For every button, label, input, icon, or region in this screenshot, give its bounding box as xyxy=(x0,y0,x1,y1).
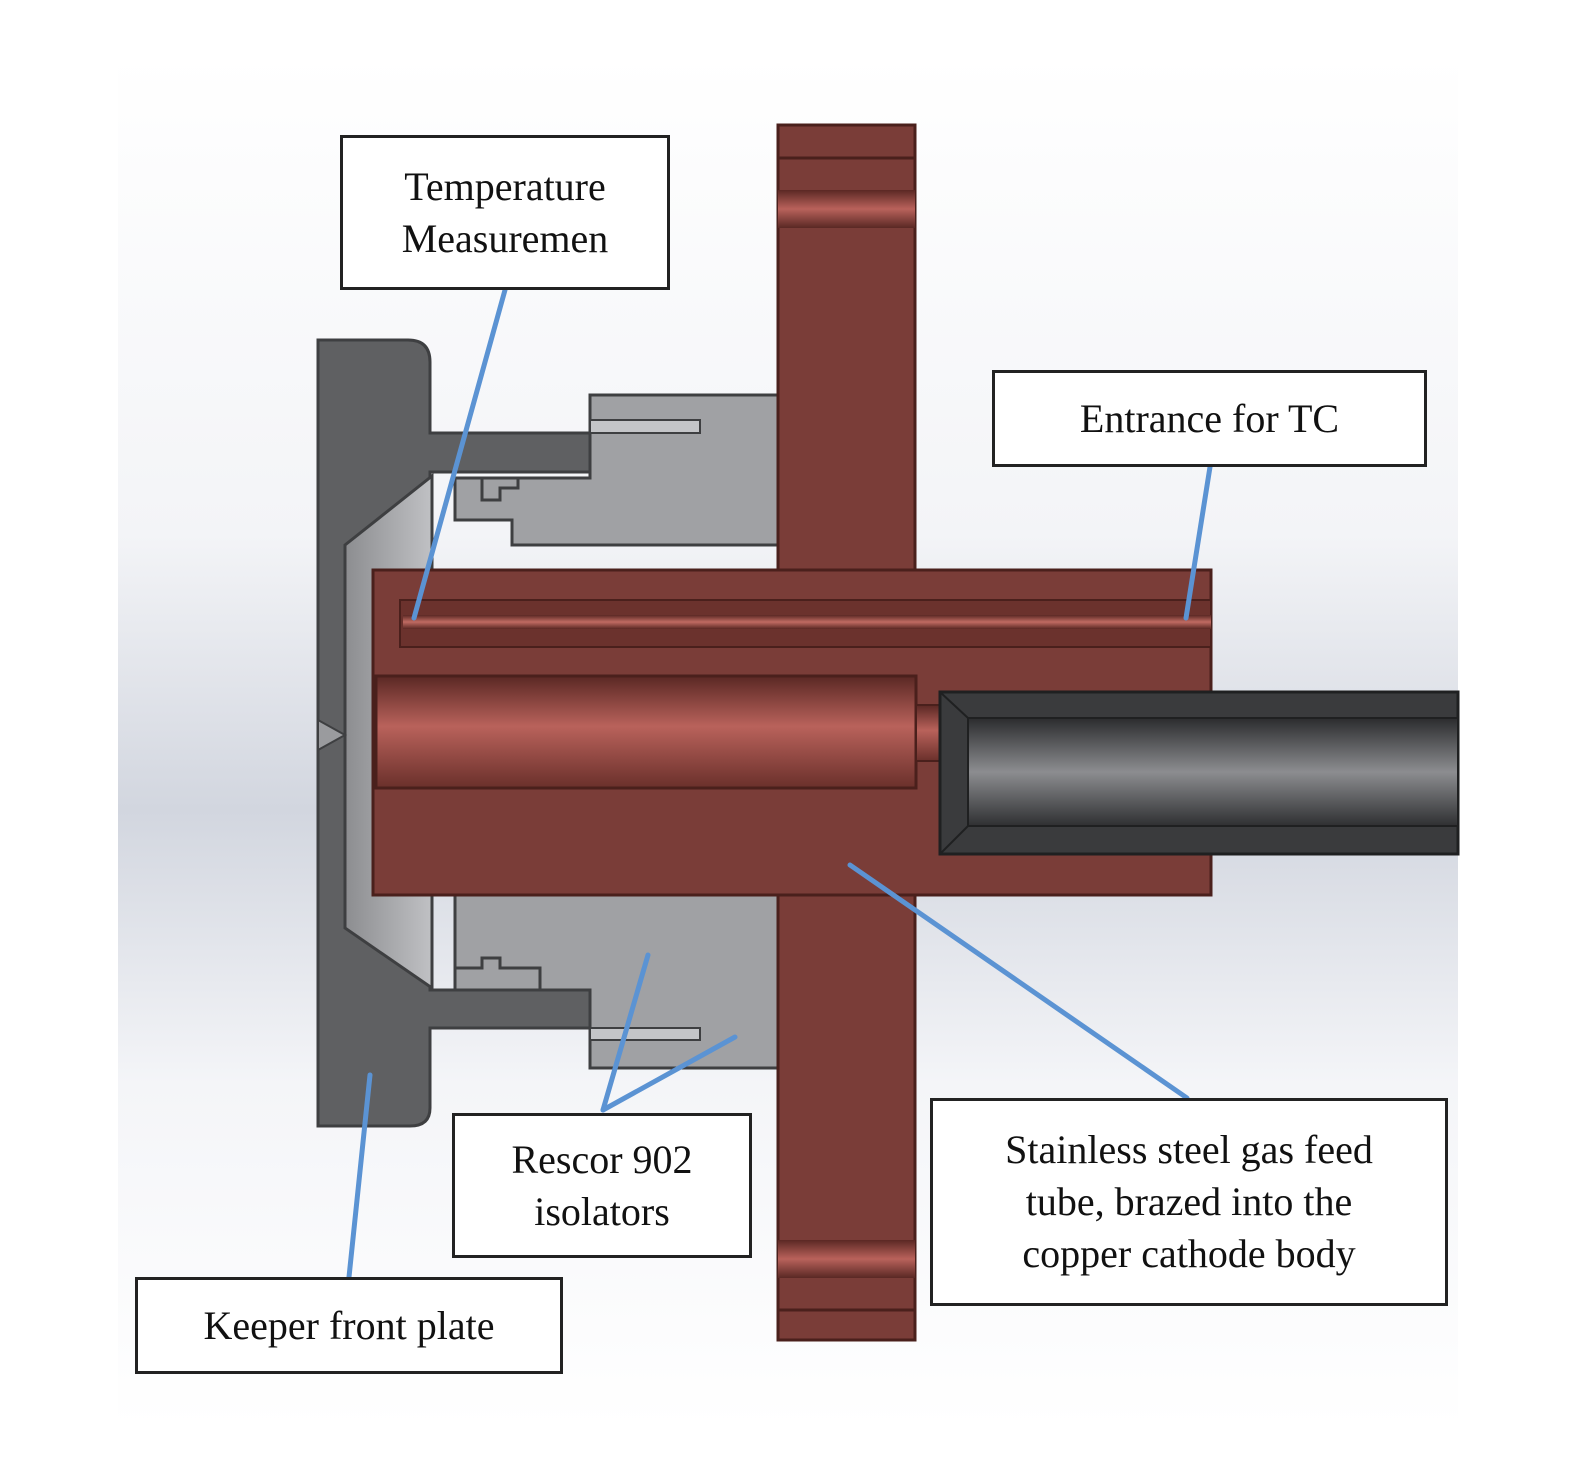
upper-isolator-step xyxy=(589,419,701,434)
rescor-label-line1: Rescor 902 xyxy=(511,1136,693,1182)
leader-temperature xyxy=(411,287,508,621)
flange-bolt-hole-top xyxy=(778,190,915,228)
gas-feed-tube-bore xyxy=(967,717,1459,827)
leader-keeper xyxy=(346,1072,373,1280)
rescor-isolators-label: Rescor 902 isolators xyxy=(452,1113,752,1258)
temperature-measurement-label: Temperature Measuremen xyxy=(340,135,670,290)
keeper-orifice xyxy=(317,718,348,752)
tube-bevel-bottom xyxy=(939,825,969,855)
keeper-front-plate-label: Keeper front plate xyxy=(135,1277,563,1374)
cathode-bore xyxy=(374,674,918,790)
gas-tube-label-line1: Stainless steel gas feed xyxy=(1005,1127,1373,1172)
leader-lines xyxy=(346,287,1213,1280)
bore-neck xyxy=(915,704,941,762)
tube-bevel-top xyxy=(939,691,969,719)
entrance-label-line1: Entrance for TC xyxy=(1079,395,1340,441)
lower-isolator-notch xyxy=(455,956,542,990)
rescor-label-line2: isolators xyxy=(534,1188,670,1234)
leader-rescor-upper xyxy=(600,952,651,1113)
keeper-label-line1: Keeper front plate xyxy=(203,1302,495,1348)
leader-gas-tube xyxy=(847,862,1190,1101)
gas-tube-label-line2: tube, brazed into the xyxy=(1025,1179,1353,1224)
entrance-for-tc-label: Entrance for TC xyxy=(992,370,1427,467)
gas-tube-label-line3: copper cathode body xyxy=(1022,1231,1356,1276)
temperature-label-line2: Measuremen xyxy=(401,215,609,261)
gas-feed-tube-label: Stainless steel gas feed tube, brazed in… xyxy=(930,1098,1448,1306)
flange-bolt-hole-bottom xyxy=(778,1240,915,1278)
leader-rescor-lower xyxy=(600,1034,738,1113)
temperature-label-line1: Temperature xyxy=(404,163,606,209)
lower-isolator-step xyxy=(589,1027,701,1041)
tc-channel-highlight xyxy=(403,615,1211,629)
upper-isolator-notch xyxy=(480,478,520,502)
leader-entrance xyxy=(1183,464,1213,621)
